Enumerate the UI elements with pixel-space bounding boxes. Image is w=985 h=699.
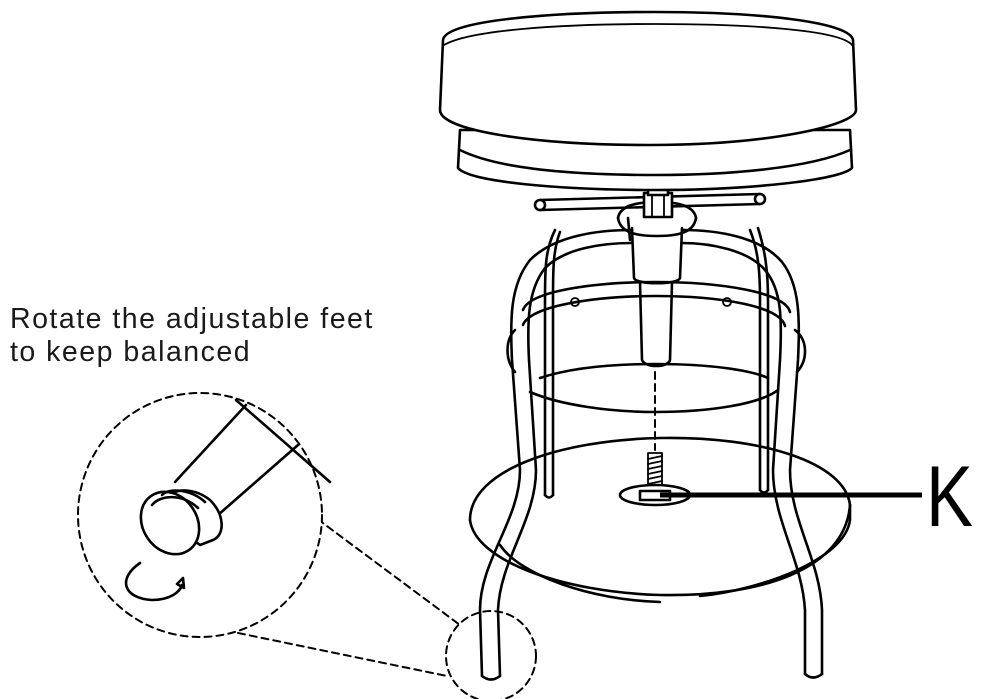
base-ring [468,436,852,604]
instruction-line-2: to keep balanced [10,336,252,368]
part-label-k: K [926,449,974,545]
foot-highlight-circle [445,610,537,699]
instruction-line-1: Rotate the adjustable feet [10,303,374,335]
center-column [616,200,698,368]
middle-ring [521,280,792,414]
front-legs [478,228,824,681]
zoom-connector-lines [237,511,461,677]
foot-adjustment-instruction: Rotate the adjustable feet to keep balan… [10,303,374,369]
foot-detail-zoom [77,392,332,638]
seat-cushion [438,10,858,192]
bolt-k [618,371,692,507]
